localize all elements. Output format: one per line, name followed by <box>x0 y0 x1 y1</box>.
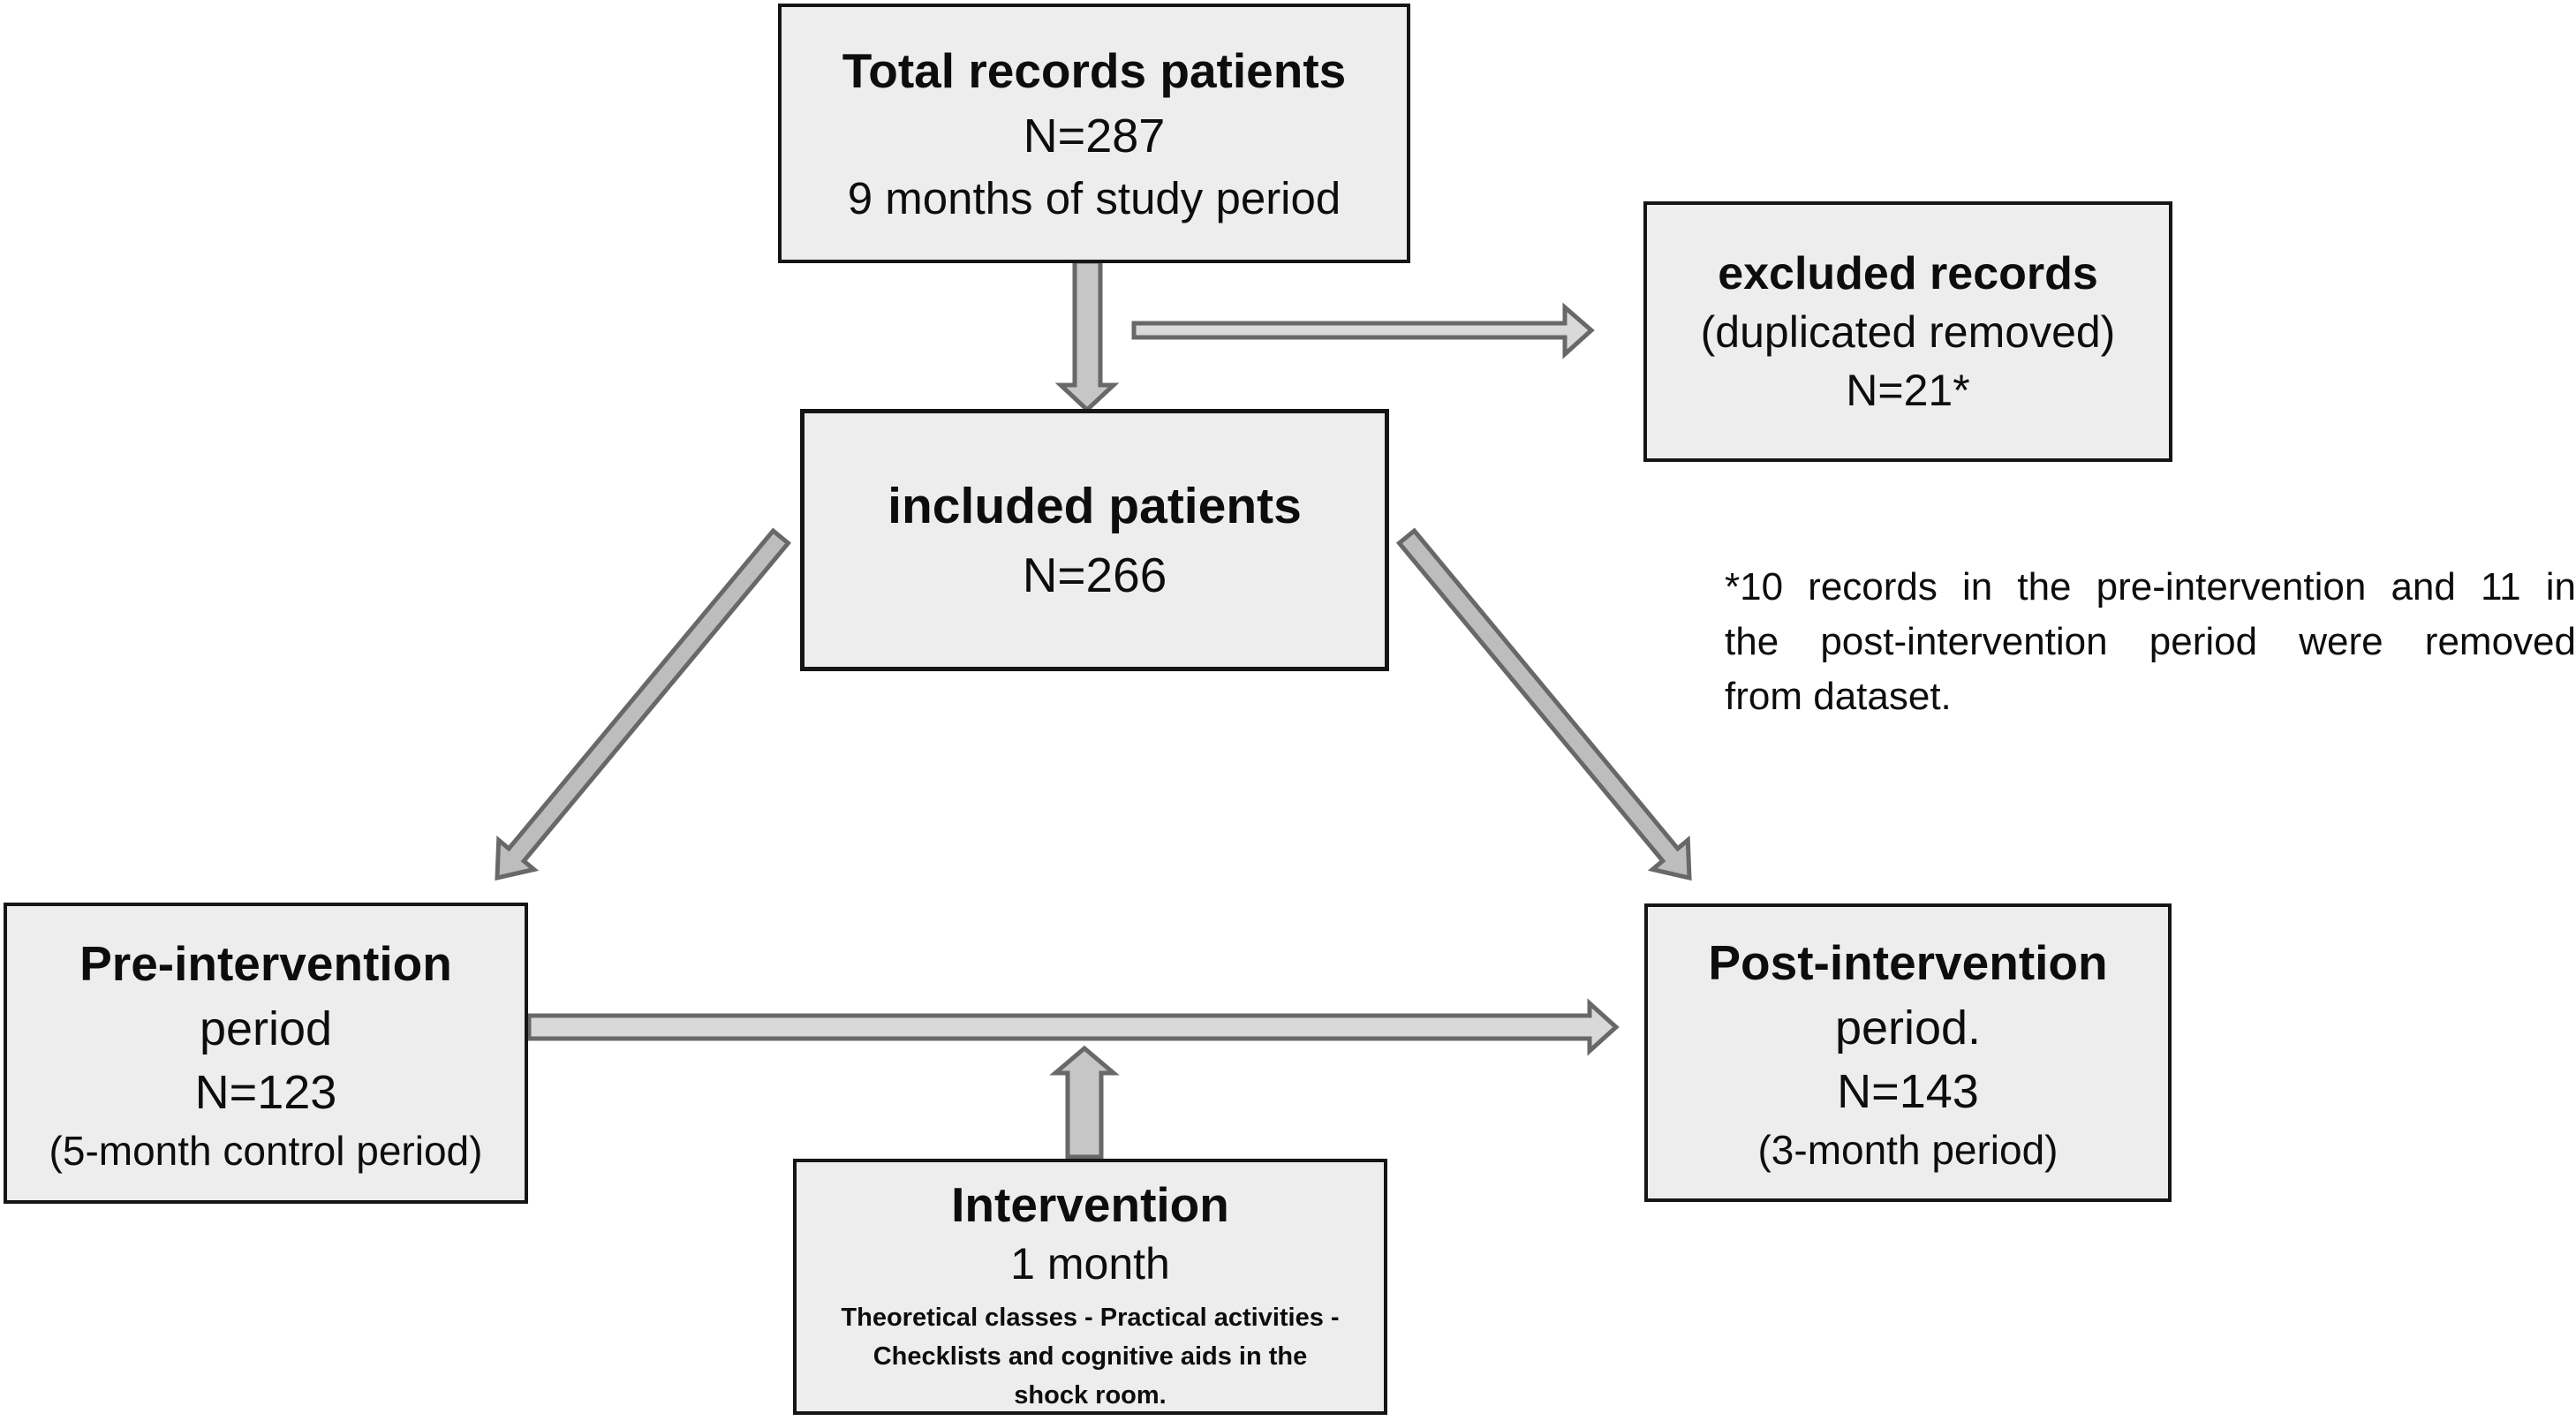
arrow-right-timeline-icon <box>526 998 1620 1056</box>
intervention-detail-line: shock room. <box>1014 1381 1167 1410</box>
intervention-detail: Theoretical classes - Practical activiti… <box>841 1298 1339 1415</box>
intervention-duration: 1 month <box>1010 1239 1170 1289</box>
excluded-records-count: N=21* <box>1846 365 1970 415</box>
intervention-detail-line: Checklists and cognitive aids in the <box>873 1342 1308 1371</box>
arrow-diagonal-right-icon <box>1395 527 1692 881</box>
excluded-records-reason: (duplicated removed) <box>1700 306 2116 357</box>
total-records-box: Total records patients N=287 9 months of… <box>778 4 1410 263</box>
included-patients-box: included patients N=266 <box>800 409 1389 671</box>
total-records-subtitle: 9 months of study period <box>847 173 1341 223</box>
pre-intervention-count: N=123 <box>194 1065 337 1119</box>
included-patients-title: included patients <box>888 477 1302 534</box>
footnote: *10 records in the pre-intervention and … <box>1725 560 2576 724</box>
pre-intervention-line2: period <box>199 1002 333 1055</box>
post-intervention-subtitle: (3-month period) <box>1757 1127 2059 1173</box>
excluded-records-box: excluded records (duplicated removed) N=… <box>1643 201 2172 462</box>
pre-intervention-box: Pre-intervention period N=123 (5-month c… <box>4 903 528 1204</box>
excluded-records-title: excluded records <box>1718 247 2098 299</box>
post-intervention-box: Post-intervention period. N=143 (3-month… <box>1644 903 2172 1202</box>
total-records-count: N=287 <box>1023 110 1166 163</box>
arrow-right-excluded-icon <box>1131 302 1595 359</box>
footnote-line: the post-intervention period were remove… <box>1725 620 2576 663</box>
footnote-line: *10 records in the pre-intervention and … <box>1725 565 2576 608</box>
post-intervention-count: N=143 <box>1837 1065 1979 1118</box>
intervention-title: Intervention <box>951 1177 1229 1232</box>
arrow-diagonal-left-icon <box>495 527 792 881</box>
arrow-down-icon <box>1054 259 1120 413</box>
pre-intervention-title: Pre-intervention <box>79 935 452 991</box>
post-intervention-title: Post-intervention <box>1708 935 2108 990</box>
intervention-box: Intervention 1 month Theoretical classes… <box>793 1159 1387 1415</box>
footnote-line: from dataset. <box>1725 675 1952 718</box>
included-patients-count: N=266 <box>1022 547 1167 602</box>
pre-intervention-subtitle: (5-month control period) <box>49 1127 483 1174</box>
post-intervention-line2: period. <box>1834 1002 1982 1054</box>
arrow-up-intervention-icon <box>1049 1045 1120 1160</box>
total-records-title: Total records patients <box>842 43 1347 98</box>
intervention-detail-line: Theoretical classes - Practical activiti… <box>841 1304 1340 1332</box>
